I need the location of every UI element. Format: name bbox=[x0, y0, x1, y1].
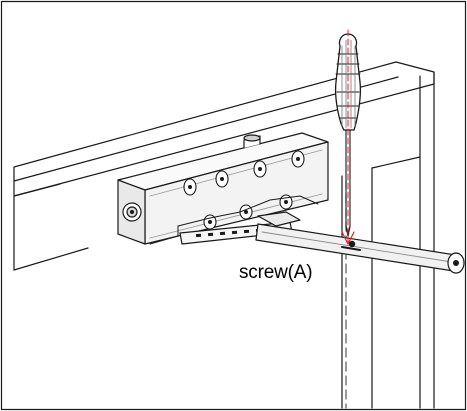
screw-icon bbox=[348, 240, 356, 248]
screw-a-label: screw(A) bbox=[239, 262, 313, 283]
door-frame bbox=[13, 61, 435, 409]
door-leaf bbox=[341, 156, 421, 409]
door-closer-icon bbox=[117, 132, 329, 245]
screwdriver-icon bbox=[334, 29, 362, 247]
closer-arm bbox=[179, 211, 465, 274]
